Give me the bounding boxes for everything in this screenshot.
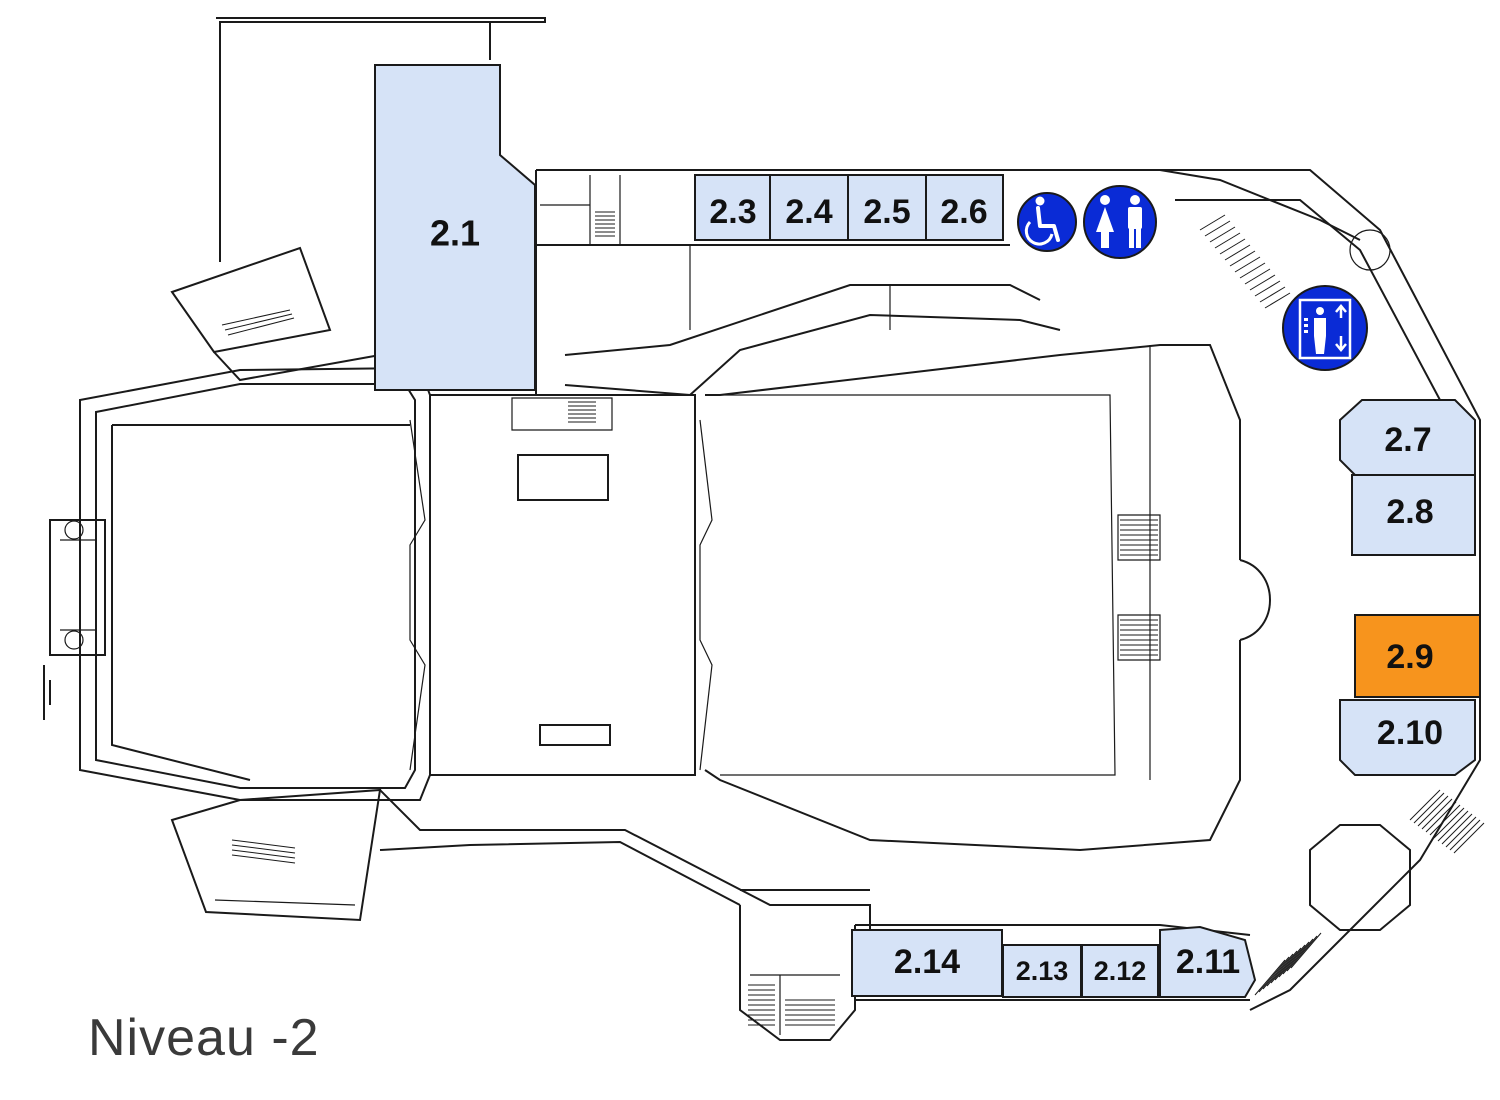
stair-tread [1259,286,1286,303]
wheelchair-icon [1017,192,1077,252]
stair-tread [1219,238,1246,255]
stairs-bottom-right [1254,789,1485,996]
room-2-14-shape [851,929,1003,997]
stairs-top-corridor [568,211,615,423]
room-2-6-label: 2.6 [940,193,987,231]
room-2-11[interactable]: 2.11 [1159,925,1257,998]
stair-tread [1204,220,1231,237]
stair-tread [1244,268,1271,285]
room-2-12-label: 2.12 [1094,956,1147,986]
room-2-13-label: 2.13 [1016,956,1069,986]
room-2-10-shape [1339,699,1476,776]
room-2-4-shape [769,174,849,241]
stairs-bottom-left [231,839,296,864]
room-2-1[interactable]: 2.1 [374,64,536,391]
stair-tread [1445,816,1477,848]
room-2-14[interactable]: 2.14 [851,929,1003,997]
stairs-right-edge [1120,519,1158,656]
level-label: Niveau -2 [88,1009,320,1067]
stair-tread [1278,941,1310,978]
room-2-4[interactable]: 2.4 [769,174,849,241]
room-2-9-label: 2.9 [1386,638,1433,676]
stair-tread [1249,274,1276,291]
room-2-14-label: 2.14 [894,943,960,981]
room-2-3-label: 2.3 [709,193,756,231]
restroom-icon [1083,185,1157,259]
stair-tread [1290,932,1322,969]
stair-tread [1425,801,1457,833]
stair-tread [1421,798,1453,830]
room-2-1-label: 2.1 [430,213,480,254]
stair-tread [1417,795,1449,827]
room-2-5-label: 2.5 [863,193,910,231]
stair-tread [1429,804,1461,836]
stair-tread [1437,810,1469,842]
stairs-top-left [221,309,295,336]
room-2-11-label: 2.11 [1176,943,1240,981]
stair-tread [1258,956,1290,993]
stairs-diagonal-right [1199,214,1291,309]
room-2-11-shape [1159,925,1257,998]
room-2-10[interactable]: 2.10 [1339,699,1476,776]
stair-tread [1262,953,1294,990]
room-2-8[interactable]: 2.8 [1351,474,1476,556]
stair-tread [1234,256,1261,273]
stair-tread [1264,292,1291,309]
room-2-1-shape [374,64,536,391]
stair-tread [1254,280,1281,297]
building-walls [43,17,1481,1041]
stair-tread [1413,792,1445,824]
room-2-13[interactable]: 2.13 [1002,944,1082,998]
rooms: 2.1 2.3 2.4 2.5 2.6 2.7 [374,64,1481,998]
room-2-3-shape [694,174,771,241]
room-2-7[interactable]: 2.7 [1339,399,1476,476]
stair-tread [1282,938,1314,975]
room-2-12[interactable]: 2.12 [1081,944,1159,998]
room-2-9[interactable]: 2.9 [1354,614,1481,698]
room-2-6[interactable]: 2.6 [925,174,1004,241]
room-2-8-shape [1351,474,1476,556]
room-2-12-shape [1081,944,1159,998]
stair-tread [1199,214,1226,231]
stair-tread [1270,947,1302,984]
room-2-9-shape [1354,614,1481,698]
stair-tread [1239,262,1266,279]
elevator-icon [1282,285,1368,371]
stair-tread [1441,813,1473,845]
room-2-7-shape [1339,399,1476,476]
room-2-10-label: 2.10 [1377,714,1443,752]
stair-tread [1409,789,1441,821]
room-2-5[interactable]: 2.5 [847,174,927,241]
stair-tread [1229,250,1256,267]
stair-tread [1433,807,1465,839]
stair-tread [1209,226,1236,243]
room-2-6-shape [925,174,1004,241]
stair-tread [1286,935,1318,972]
room-2-4-label: 2.4 [785,193,832,231]
stair-tread [1254,959,1286,996]
stair-tread [1449,819,1481,851]
stair-tread [1224,244,1251,261]
room-2-3[interactable]: 2.3 [694,174,771,241]
stairs-bottom-center [748,984,835,1026]
stair-tread [1266,950,1298,987]
stair-tread [1214,232,1241,249]
room-2-8-label: 2.8 [1386,493,1433,531]
room-2-7-label: 2.7 [1384,421,1431,459]
stair-tread [1274,944,1306,981]
stair-tread [1453,822,1485,854]
